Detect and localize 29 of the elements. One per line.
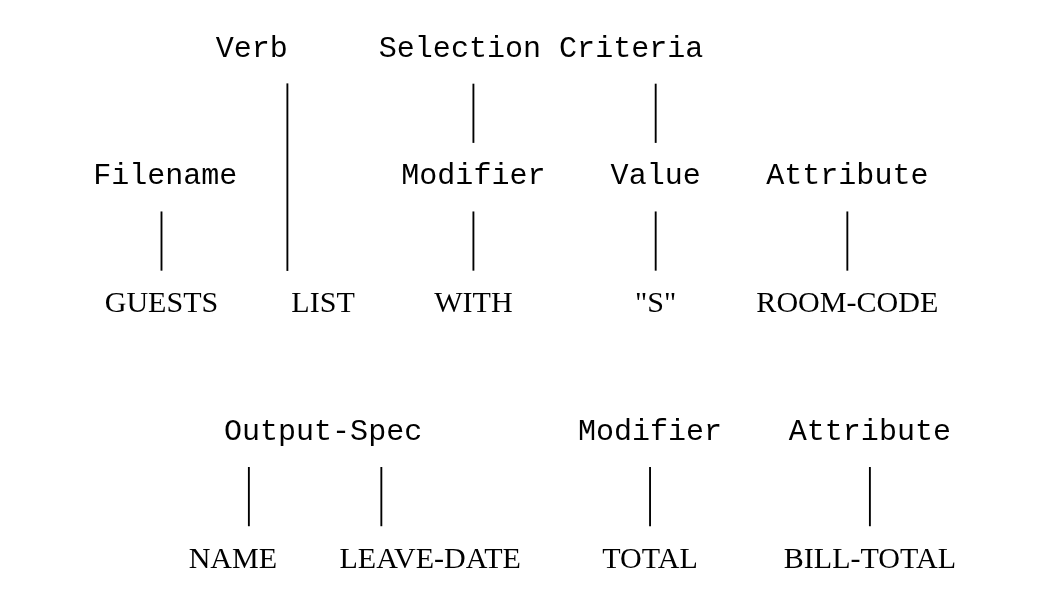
node-text: Selection Criteria — [378, 31, 704, 66]
connector — [160, 210, 163, 272]
node-text: LEAVE-DATE — [339, 540, 521, 575]
node-text: Filename — [93, 159, 238, 194]
node-text: WITH — [434, 285, 513, 320]
node-text: Output-Spec — [223, 414, 423, 449]
connector — [286, 82, 289, 272]
connector — [472, 82, 475, 144]
node-text: GUESTS — [104, 285, 219, 320]
node-text: Verb — [215, 31, 288, 66]
node-text: TOTAL — [602, 540, 698, 575]
connector — [846, 210, 849, 272]
node-text: "S" — [635, 285, 677, 320]
node-text: ROOM-CODE — [756, 285, 939, 320]
node-text: LIST — [291, 285, 355, 320]
node-text: Modifier — [401, 159, 546, 194]
node-text: BILL-TOTAL — [783, 540, 957, 575]
node-text: NAME — [188, 540, 278, 575]
node-text: Modifier — [577, 414, 723, 449]
connector — [247, 466, 250, 528]
connector — [654, 82, 657, 144]
node-text: Value — [610, 159, 701, 194]
connector — [649, 466, 651, 528]
connector — [868, 466, 871, 528]
connector — [380, 466, 383, 528]
connector — [654, 210, 657, 272]
node-text: Attribute — [766, 159, 929, 194]
node-text: Attribute — [788, 414, 952, 449]
connector — [472, 210, 475, 272]
